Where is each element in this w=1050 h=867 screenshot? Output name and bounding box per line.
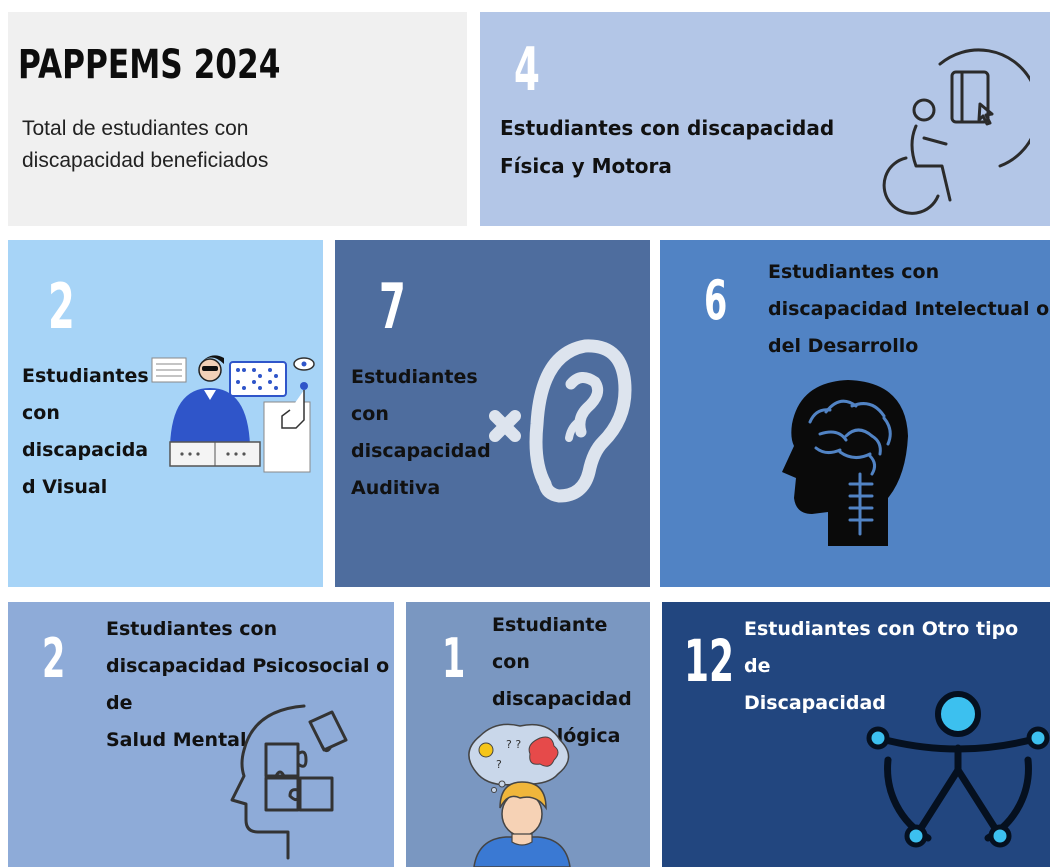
head-brain-icon: [782, 380, 908, 546]
deaf-ear-icon: [489, 339, 632, 503]
head-puzzle-icon: [230, 704, 348, 860]
card-count: 12: [684, 627, 735, 695]
card-fisica-motora: 4 Estudiantes con discapacidad Física y …: [480, 12, 1050, 226]
card-label: Estudiantes con discapacidad Física y Mo…: [500, 116, 835, 178]
card-count: 7: [379, 270, 406, 343]
wheelchair-user-icon: [882, 48, 1030, 215]
svg-text:?: ?: [496, 758, 502, 771]
card-count: 2: [42, 627, 66, 690]
card-auditiva: 7 Estudiantes con discapacidad Auditiva: [335, 240, 650, 587]
card-visual: 2 Estudiantes con discapacida d Visual: [8, 240, 323, 587]
card-intelectual: 6 Estudiantes con discapacidad Intelectu…: [660, 240, 1050, 587]
thinking-person-icon: ? ? ?: [468, 723, 571, 867]
card-neurologica: 1 Estudiante con discapacidad Neurológic…: [406, 602, 650, 867]
card-count: 1: [442, 627, 466, 690]
braille-reader-icon: [151, 355, 315, 473]
card-label: Estudiantes con discapacidad Intelectual…: [768, 261, 1050, 357]
card-count: 2: [48, 270, 75, 343]
svg-text:? ?: ? ?: [506, 738, 521, 751]
page-subtitle: Total de estudiantes con discapacidad be…: [22, 117, 269, 172]
page-title: PAPPEMS 2024: [18, 42, 281, 88]
header-tile: PAPPEMS 2024 Total de estudiantes con di…: [8, 12, 467, 226]
accessibility-icon: [866, 691, 1050, 848]
card-label: Estudiantes con discapacida d Visual: [22, 365, 149, 498]
card-otro-tipo: 12 Estudiantes con Otro tipo de Discapac…: [662, 602, 1050, 867]
card-count: 4: [514, 35, 540, 105]
card-label: Estudiantes con Otro tipo de Discapacida…: [744, 618, 1019, 714]
card-label: Estudiantes con discapacidad Auditiva: [351, 366, 491, 499]
card-count: 6: [704, 269, 728, 332]
card-label: Estudiantes con discapacidad Psicosocial…: [106, 618, 390, 751]
card-psicosocial: 2 Estudiantes con discapacidad Psicosoci…: [8, 602, 394, 867]
